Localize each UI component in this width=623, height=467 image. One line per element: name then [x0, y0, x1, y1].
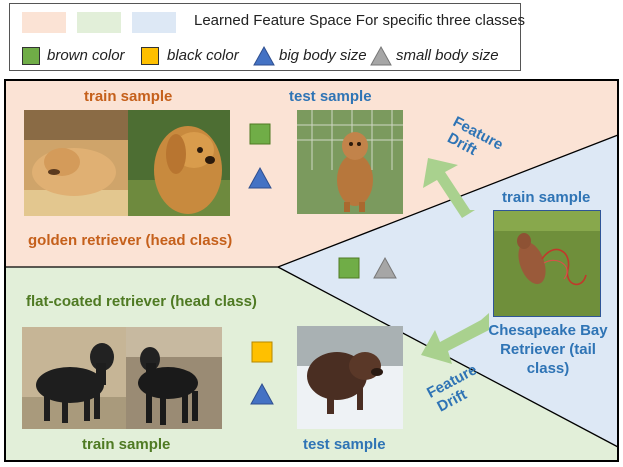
brown-color-square-icon	[22, 47, 40, 65]
legend-label-big-body: big body size	[279, 47, 367, 64]
diagram-frame	[4, 79, 619, 462]
golden-train-photo-2	[128, 110, 230, 216]
tail-train-sample-label: train sample	[502, 189, 591, 206]
flat-train-photo-1	[22, 327, 126, 429]
legend: Learned Feature Space For specific three…	[9, 3, 525, 71]
feature-drift-arrow-top	[423, 158, 475, 218]
golden-test-sample-label: test sample	[289, 88, 372, 105]
tail-train-photo	[493, 210, 601, 317]
golden-train-photo-1	[24, 110, 128, 216]
flat-test-sample-label: test sample	[303, 436, 386, 453]
big-body-triangle-icon	[253, 45, 275, 66]
brown-color-square-icon	[249, 123, 271, 145]
flat-train-sample-label: train sample	[82, 436, 171, 453]
big-body-triangle-icon	[250, 382, 274, 405]
feature-drift-arrow-bottom	[421, 313, 489, 364]
big-body-triangle-icon	[248, 166, 272, 189]
tail-class-label-line-2: Retriever (tail	[500, 341, 596, 358]
legend-label-brown: brown color	[47, 47, 125, 64]
legend-swatch-golden-region	[22, 12, 66, 33]
black-color-square-icon	[141, 47, 159, 65]
flat-class-label: flat-coated retriever (head class)	[26, 293, 257, 310]
golden-test-photo	[297, 110, 403, 214]
legend-title: Learned Feature Space For specific three…	[194, 12, 526, 29]
flat-train-photo-2	[126, 327, 222, 429]
tail-class-label: Chesapeake Bay Retriever (tail class)	[484, 321, 612, 378]
black-color-square-icon	[251, 341, 273, 363]
golden-train-sample-label: train sample	[84, 88, 173, 105]
legend-label-black: black color	[167, 47, 239, 64]
small-body-triangle-icon	[373, 256, 397, 279]
brown-color-square-icon	[338, 257, 360, 279]
small-body-triangle-icon	[370, 45, 392, 66]
legend-label-small-body: small body size	[396, 47, 499, 64]
flat-test-photo	[297, 326, 403, 429]
tail-class-label-line-3: class)	[526, 360, 570, 377]
legend-swatch-flat-region	[77, 12, 121, 33]
golden-class-label: golden retriever (head class)	[28, 232, 233, 249]
tail-class-label-line-1: Chesapeake Bay	[488, 322, 608, 339]
legend-swatch-tail-region	[132, 12, 176, 33]
